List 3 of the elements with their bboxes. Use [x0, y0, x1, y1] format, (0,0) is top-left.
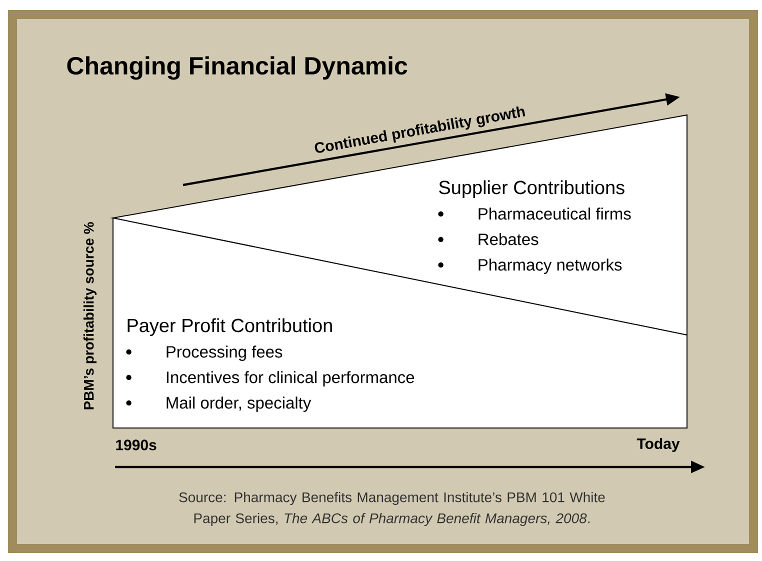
axis-label: PBM’s profitability source % [83, 222, 97, 410]
title: Changing Financial Dynamic [67, 56, 408, 80]
caption: Source: Pharmacy Benefits Management Institute’s PBM 101 White Paper Series, The ABCs of Pharmacy Benefit Managers, 2008. [179, 492, 605, 526]
